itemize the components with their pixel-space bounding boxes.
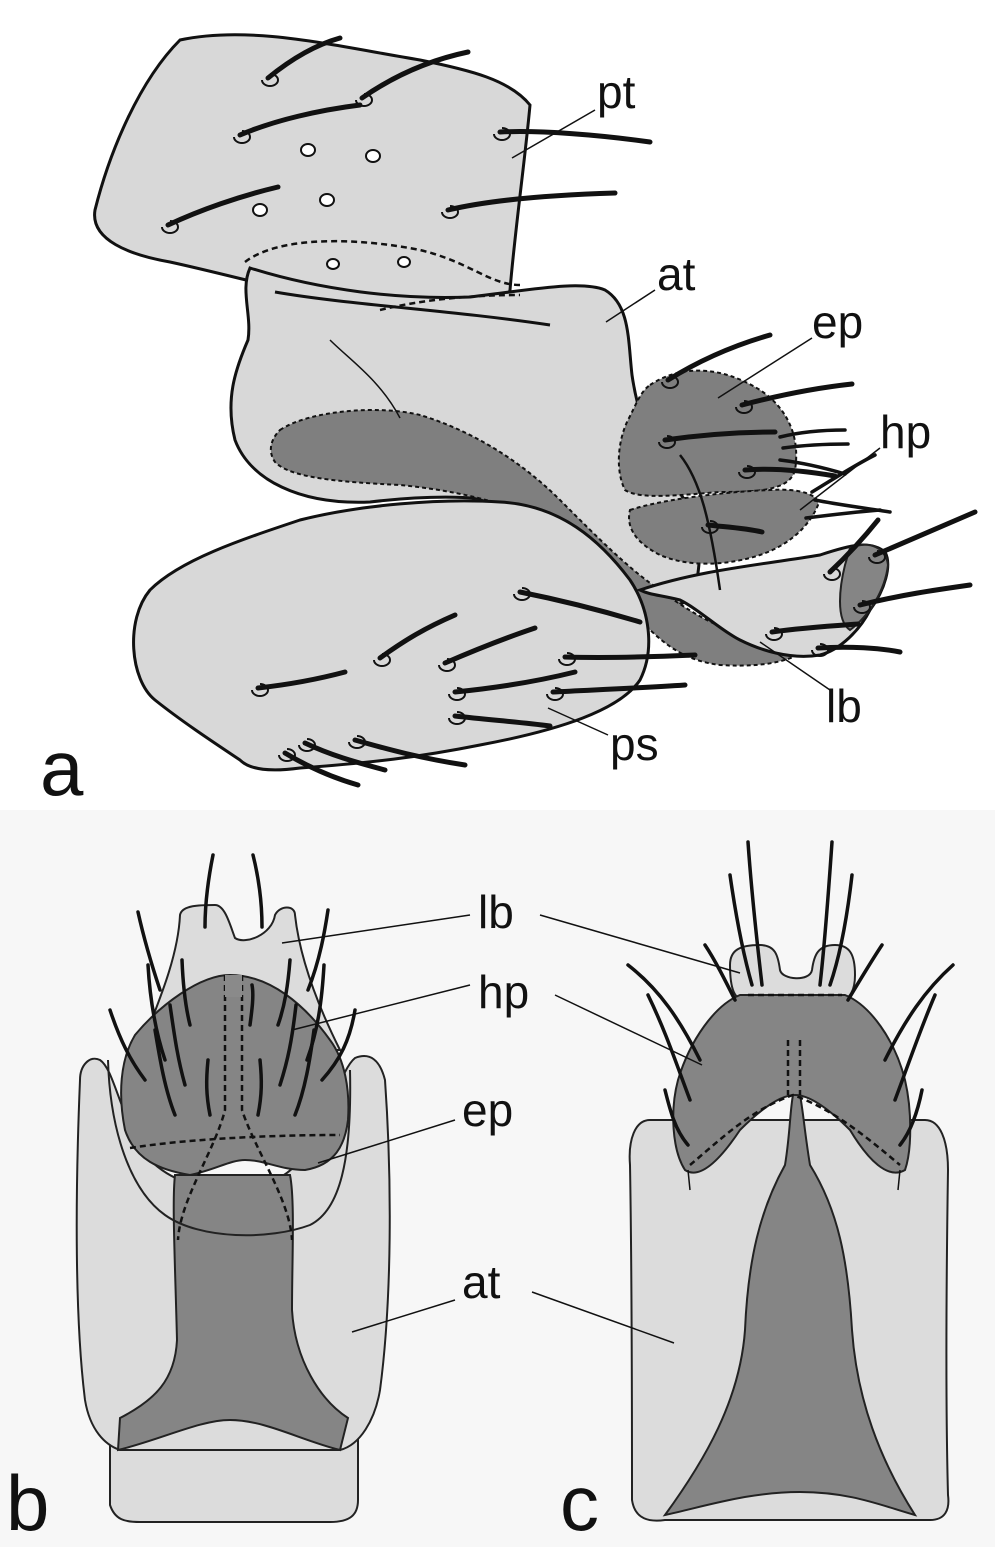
b-midline-strip <box>225 975 242 997</box>
panel-label-c: c <box>560 1459 599 1547</box>
label-ps: ps <box>610 718 659 770</box>
b-label-lb: lb <box>478 886 514 938</box>
b-label-ep: ep <box>462 1084 513 1136</box>
label-hp: hp <box>880 406 931 458</box>
label-ep: ep <box>812 296 863 348</box>
b-label-hp: hp <box>478 966 529 1018</box>
label-at: at <box>657 248 696 300</box>
b-label-at: at <box>462 1256 501 1308</box>
label-lb: lb <box>826 680 862 732</box>
panel-label-a: a <box>40 724 84 812</box>
panel-label-b: b <box>6 1459 49 1547</box>
label-pt: pt <box>597 66 636 118</box>
